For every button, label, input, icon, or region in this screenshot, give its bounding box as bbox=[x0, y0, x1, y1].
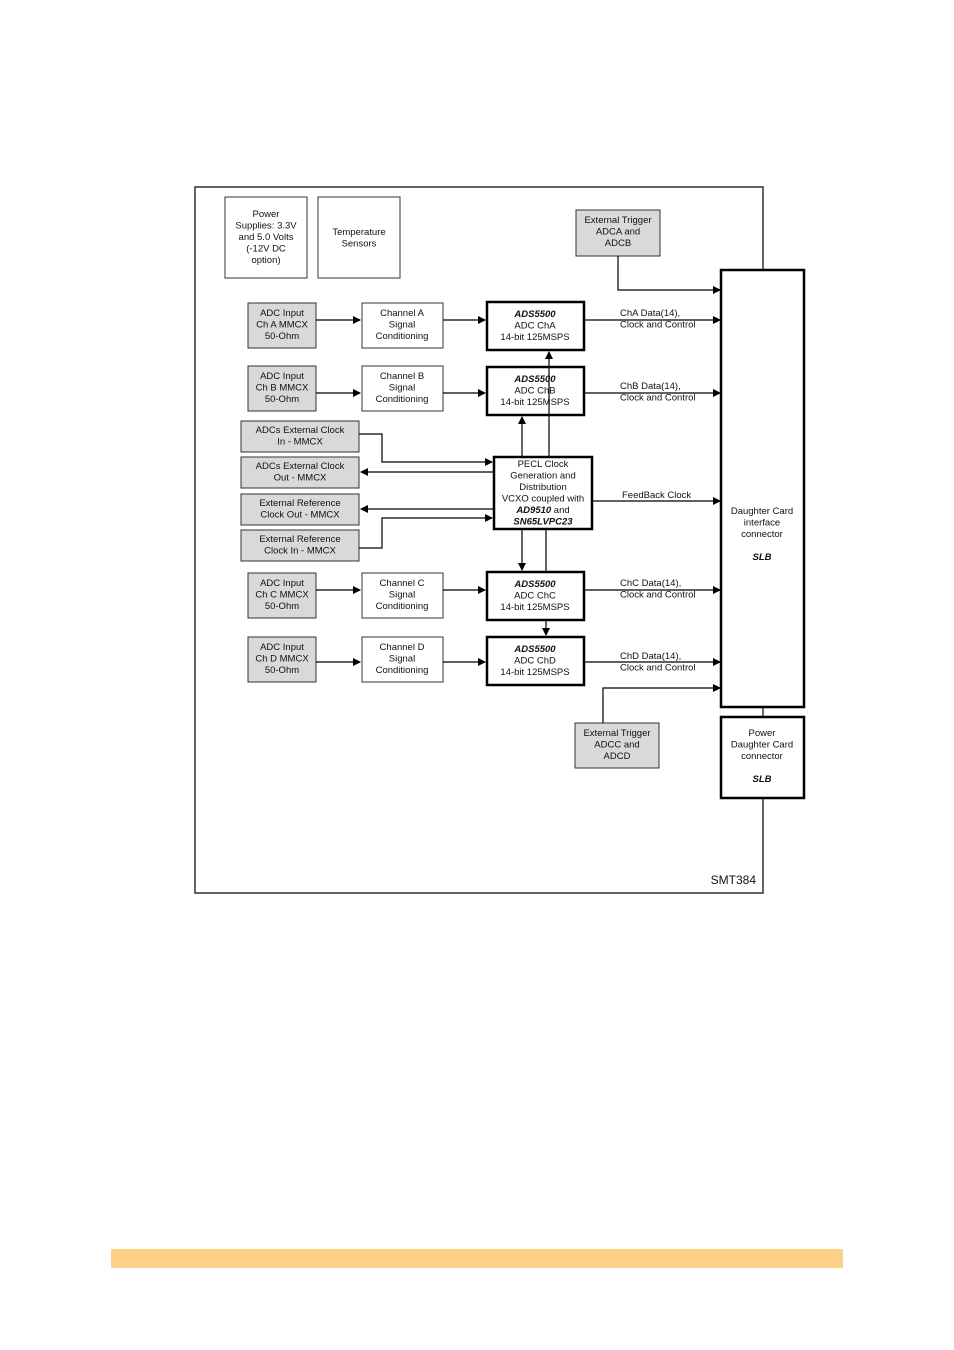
svg-text:ChD Data(14),Clock and Control: ChD Data(14),Clock and Control bbox=[620, 651, 696, 674]
power-supplies-line: (-12V DC bbox=[246, 244, 286, 255]
power-supplies-line: Supplies: 3.3V bbox=[235, 221, 297, 232]
data-label-b: ChB Data(14), bbox=[620, 381, 681, 392]
svg-text:ChC Data(14),Clock and Control: ChC Data(14),Clock and Control bbox=[620, 578, 696, 601]
power-supplies-line: and 5.0 Volts bbox=[239, 232, 294, 243]
data-label-a: ChA Data(14), bbox=[620, 308, 680, 319]
wire-ext-ref-in bbox=[359, 514, 493, 549]
data-label-d: ChD Data(14), bbox=[620, 651, 681, 662]
ext-trigger-cd-wire bbox=[602, 684, 721, 723]
svg-text:ChB Data(14),Clock and Control: ChB Data(14),Clock and Control bbox=[620, 381, 696, 404]
ext-trigger-ab-wire bbox=[617, 256, 721, 294]
svg-text:ChA Data(14),Clock and Control: ChA Data(14),Clock and Control bbox=[620, 308, 696, 331]
footer-bar bbox=[111, 1249, 843, 1268]
data-label-c: ChC Data(14), bbox=[620, 578, 681, 589]
wire-ext-clock-in bbox=[359, 433, 493, 466]
board-label: SMT384 bbox=[711, 873, 757, 887]
power-supplies-line: Power bbox=[253, 209, 280, 220]
feedback-clock-label: FeedBack Clock bbox=[622, 490, 691, 501]
power-supplies-line: option) bbox=[251, 255, 280, 266]
